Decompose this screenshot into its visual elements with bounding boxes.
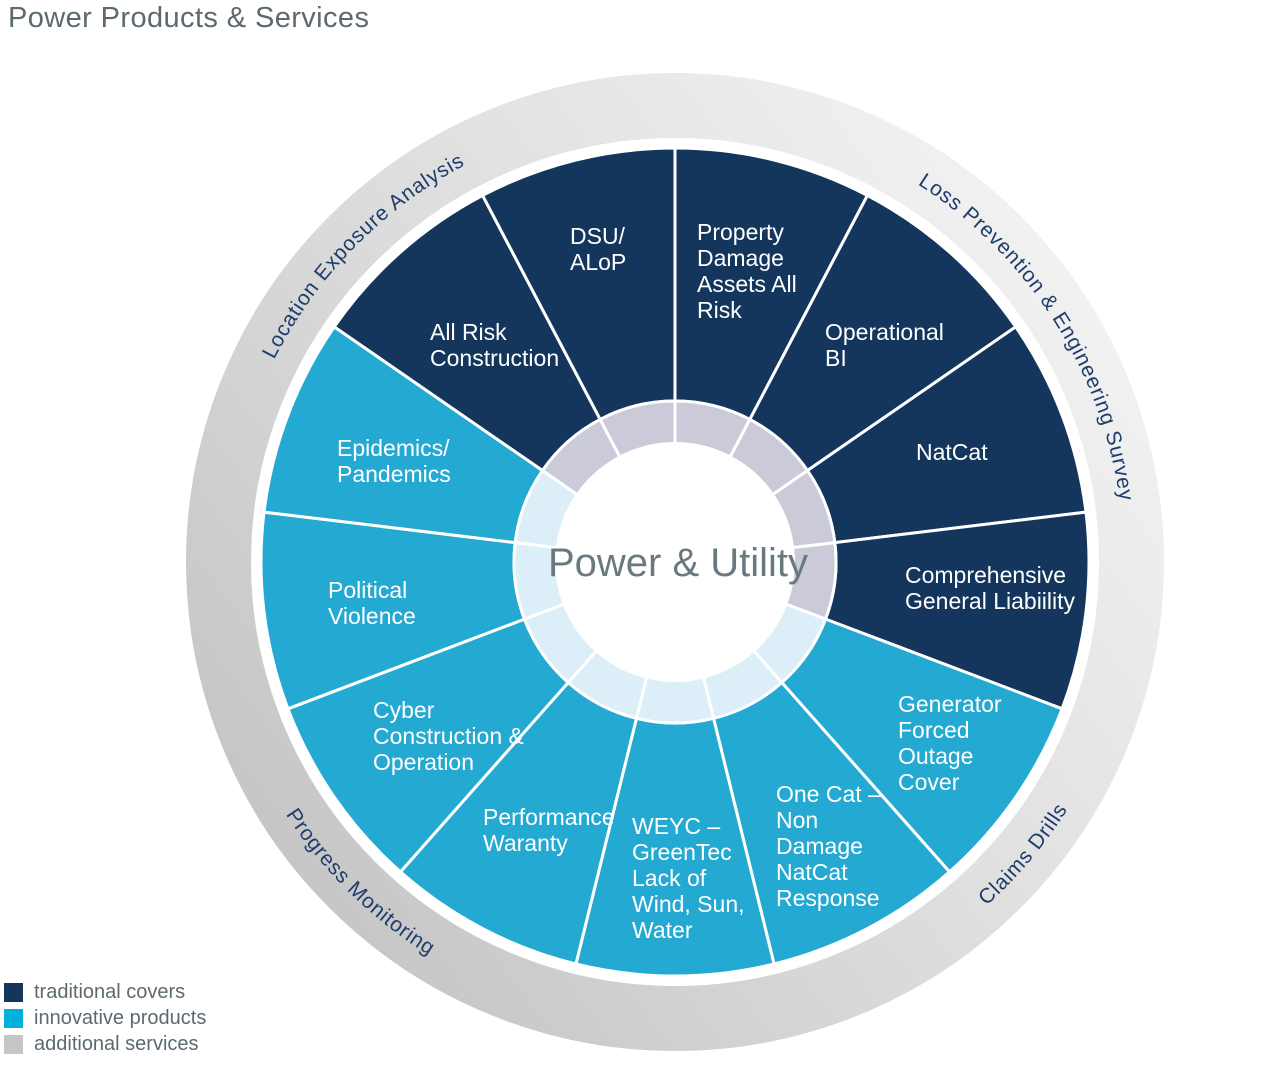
legend: traditional covers innovative products a…: [4, 979, 206, 1057]
outer-ring-additional-services: [186, 73, 1164, 1051]
segment-label-epidemics-pandemics: Epidemics/Pandemics: [337, 435, 451, 487]
legend-label: innovative products: [34, 1006, 207, 1029]
center-label: Power & Utility: [548, 541, 808, 585]
legend-label: traditional covers: [34, 980, 186, 1003]
legend-item-innovative: innovative products: [4, 1005, 206, 1031]
page-title: Power Products & Services: [8, 2, 370, 34]
center-circle: [555, 442, 795, 682]
segment-label-natcat: NatCat: [916, 439, 988, 465]
legend-item-traditional: traditional covers: [4, 979, 206, 1005]
legend-label: additional services: [34, 1032, 199, 1055]
legend-swatch-innovative-products: [4, 1008, 23, 1028]
segment-label-dsu-alop: DSU/ALoP: [570, 223, 626, 275]
segment-tint-weyc-greentec-lack-of-wind-sun-water: [634, 675, 716, 725]
legend-swatch-additional-services: [4, 1034, 23, 1054]
legend-swatch-traditional-covers: [4, 982, 23, 1002]
legend-item-additional: additional services: [4, 1031, 206, 1057]
